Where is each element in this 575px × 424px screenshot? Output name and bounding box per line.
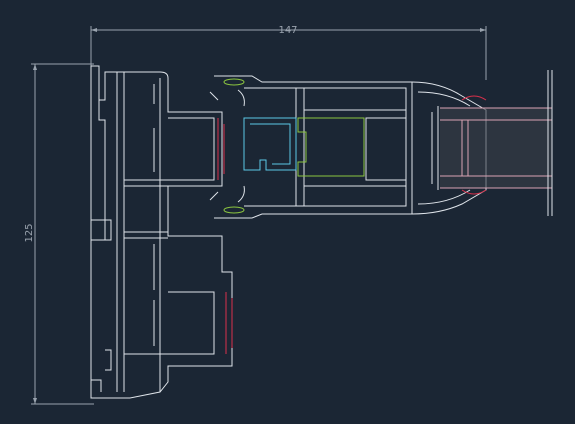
width-dimension-label: 147 xyxy=(278,25,297,36)
seal-lips xyxy=(209,89,245,203)
insert-profile xyxy=(243,117,297,171)
steel-reinforcement xyxy=(297,117,365,177)
vertical-dimension: 125 xyxy=(24,63,94,405)
height-dimension-label: 125 xyxy=(24,223,35,242)
gaskets-green xyxy=(223,78,245,214)
horizontal-dimension: 147 xyxy=(90,25,487,80)
sash-profile xyxy=(214,75,487,219)
gaskets-red xyxy=(217,95,487,354)
insert-inner xyxy=(250,123,291,165)
glazing-unit xyxy=(440,70,553,216)
frame-profile xyxy=(90,65,233,399)
